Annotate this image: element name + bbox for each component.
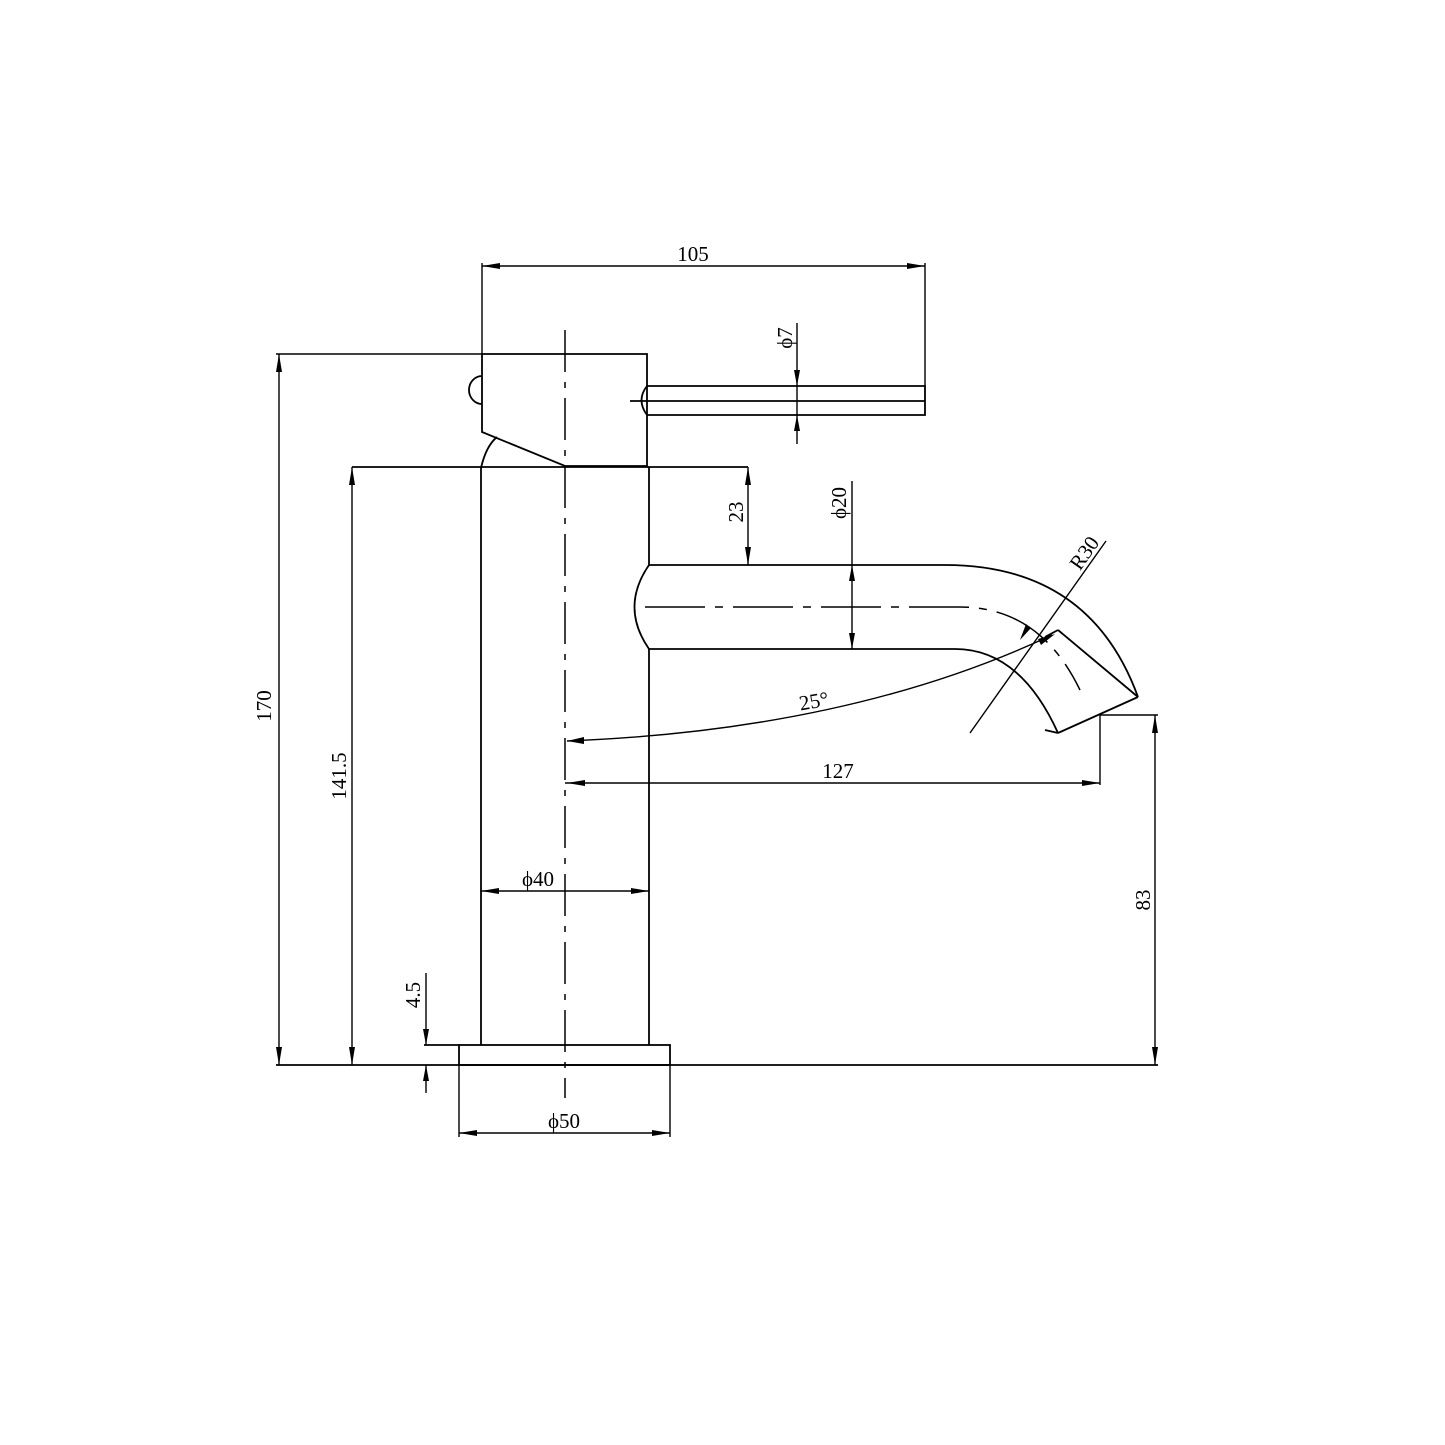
dim-base-diameter: ϕ50 (548, 1109, 580, 1133)
dim-outlet-height: 83 (1131, 890, 1155, 911)
spout-upper-edge (649, 564, 1139, 698)
centerlines (564, 330, 1081, 1098)
spout-end-cap (633, 564, 650, 650)
dim-spout-angle: 25° (797, 687, 830, 716)
dim-overall-height: 170 (252, 690, 276, 722)
spout-lower-edge (649, 648, 1059, 734)
dim-handle-diameter: ϕ7 (773, 327, 797, 349)
dim-base-thickness: 4.5 (401, 982, 425, 1008)
handle-collar-arc (480, 436, 498, 469)
spout-outlet (1044, 629, 1139, 734)
spout-centerline (645, 606, 1081, 691)
dim-bend-radius: R30 (1064, 532, 1104, 574)
handle-block (481, 353, 648, 467)
dimensions: 105 ϕ7 170 141.5 4.5 23 ϕ20 (252, 242, 1158, 1137)
dim-spout-diameter: ϕ20 (827, 487, 851, 519)
tap-outline (276, 353, 1158, 1066)
dim-body-diameter: ϕ40 (522, 867, 554, 891)
handle-knob (468, 375, 483, 405)
dim-handle-length: 105 (677, 242, 709, 266)
dim-body-height: 141.5 (327, 752, 351, 799)
dim-spout-reach: 127 (822, 759, 854, 783)
dim-spout-offset: 23 (724, 502, 748, 523)
spout-outlet-face (1057, 629, 1139, 698)
